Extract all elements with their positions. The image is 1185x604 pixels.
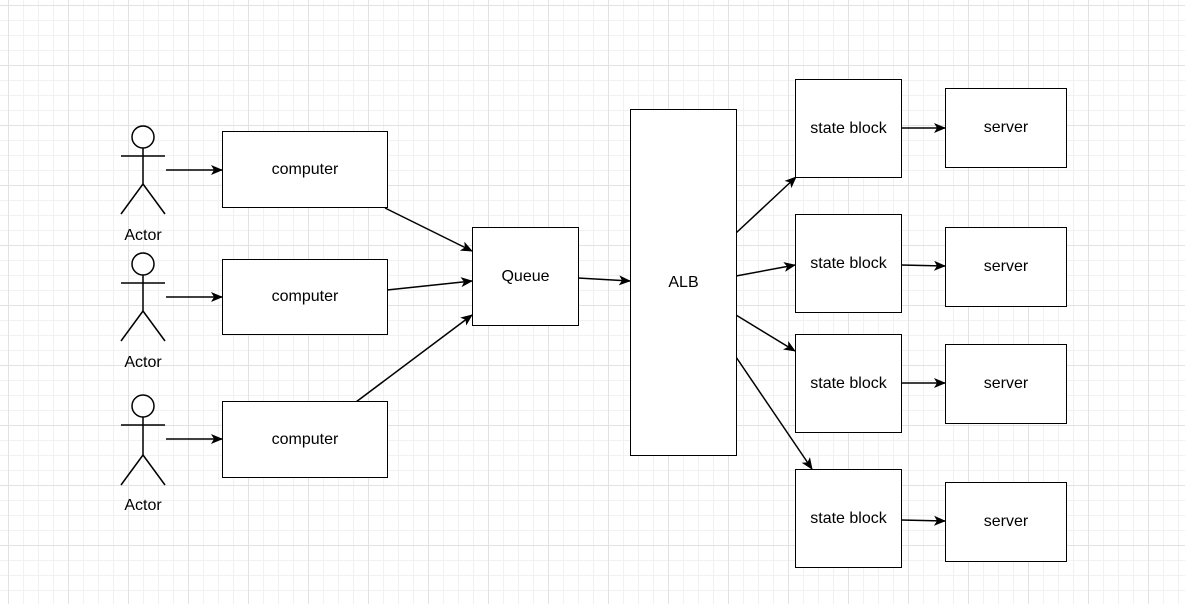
state-block-label: state block	[810, 509, 887, 527]
server-label: server	[983, 375, 1029, 392]
actor-label: Actor	[124, 354, 162, 371]
edge-state-block-2-server-2	[900, 260, 946, 271]
edge-alb-state-block-2	[735, 262, 796, 277]
server-label: server	[983, 513, 1029, 530]
edge-computer-3-queue	[355, 314, 473, 403]
state-block-label: state block	[810, 374, 887, 392]
server-node[interactable]: server	[945, 482, 1067, 562]
state-block-label: state block	[810, 254, 887, 272]
computer-label: computer	[271, 430, 339, 448]
edge-alb-state-block-1	[735, 176, 797, 234]
actor-label: Actor	[124, 497, 162, 514]
state-block-node[interactable]: state block	[795, 214, 902, 313]
server-label: server	[983, 258, 1029, 275]
edge-computer-2-queue	[386, 277, 473, 291]
computer-node[interactable]: computer	[222, 259, 388, 335]
state-block-node[interactable]: state block	[795, 79, 902, 178]
queue-label: Queue	[501, 267, 550, 285]
actor-icon	[120, 394, 166, 486]
actor-icon	[120, 125, 166, 215]
computer-node[interactable]: computer	[222, 401, 388, 478]
alb-node[interactable]: ALB	[630, 109, 737, 456]
edge-queue-alb	[577, 275, 631, 286]
server-label: server	[983, 119, 1029, 136]
edge-alb-state-block-3	[735, 314, 796, 352]
server-node[interactable]: server	[945, 227, 1067, 307]
state-block-label: state block	[810, 119, 887, 137]
alb-label: ALB	[668, 273, 699, 291]
computer-label: computer	[271, 160, 339, 178]
state-block-node[interactable]: state block	[795, 334, 902, 433]
state-block-node[interactable]: state block	[795, 469, 902, 568]
edge-state-block-4-server-4	[900, 515, 946, 526]
actor-icon	[120, 252, 166, 342]
actor-label: Actor	[124, 227, 162, 244]
queue-node[interactable]: Queue	[472, 227, 579, 326]
edge-alb-state-block-4	[735, 356, 813, 470]
server-node[interactable]: server	[945, 344, 1067, 424]
computer-label: computer	[271, 288, 339, 305]
edge-computer-1-queue	[384, 207, 473, 252]
server-node[interactable]: server	[945, 88, 1067, 168]
computer-node[interactable]: computer	[222, 131, 388, 208]
